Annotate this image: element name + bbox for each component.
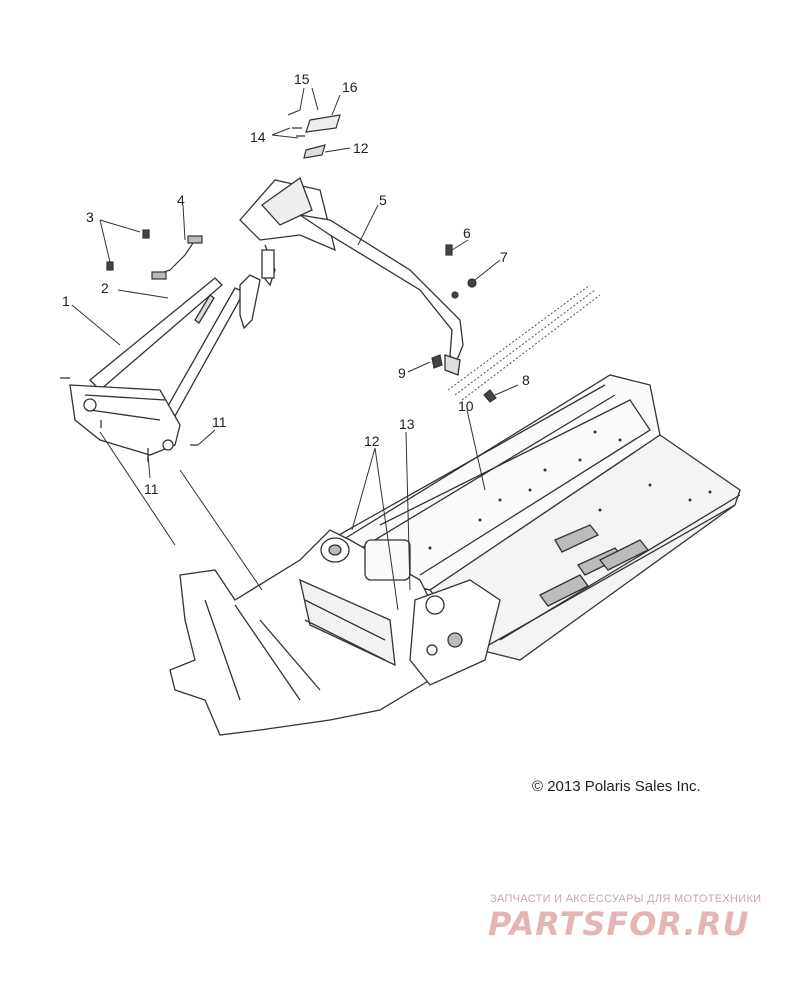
callout-2: 2 [101, 280, 109, 296]
callout-5: 5 [379, 192, 387, 208]
callout-8: 8 [522, 372, 530, 388]
callout-4: 4 [177, 192, 185, 208]
callout-3: 3 [86, 209, 94, 225]
callout-12: 12 [353, 140, 369, 156]
copyright-notice: © 2013 Polaris Sales Inc. [532, 778, 701, 795]
leader-lines [71, 87, 519, 611]
callout-labels: 15 16 14 12 4 3 5 6 7 2 1 9 8 10 11 13 1… [62, 71, 530, 497]
callout-14: 14 [250, 129, 266, 145]
callout-7: 7 [500, 249, 508, 265]
callout-11: 11 [212, 414, 227, 430]
callout-6: 6 [463, 225, 471, 241]
steering-post [239, 176, 464, 376]
callout-12: 12 [364, 433, 380, 449]
cable-part [447, 284, 601, 401]
callout-1: 1 [62, 293, 70, 309]
callout-15: 15 [294, 71, 310, 87]
watermark-logo: PARTSFOR.RU [488, 905, 750, 943]
hardware-parts [106, 109, 497, 403]
callout-11: 11 [144, 481, 159, 497]
callout-13: 13 [399, 416, 415, 432]
front-brace-assembly [60, 277, 245, 462]
chassis-assembly [169, 374, 741, 736]
watermark-tagline: ЗАПЧАСТИ И АКСЕССУАРЫ ДЛЯ МОТОТЕХНИКИ [490, 893, 762, 905]
callout-10: 10 [458, 398, 474, 414]
callout-16: 16 [342, 79, 358, 95]
callout-9: 9 [398, 365, 406, 381]
